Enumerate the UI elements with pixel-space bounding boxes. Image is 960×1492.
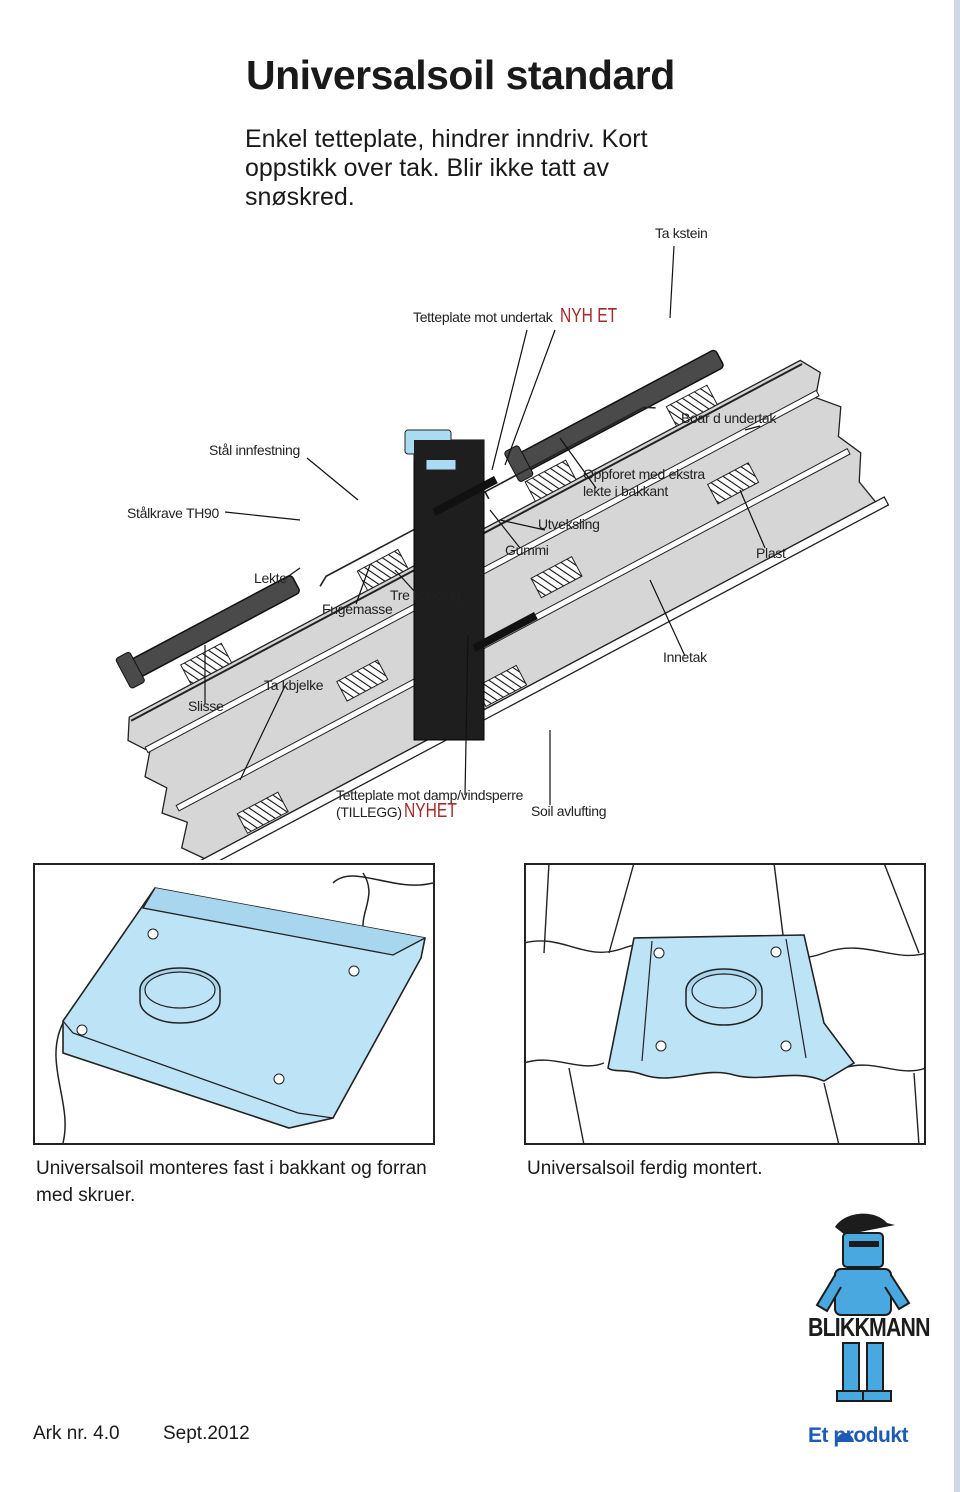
page-subtitle: Enkel tetteplate, hindrer inndriv. Kort … xyxy=(245,125,648,211)
label-oppforet: Oppforet med ekstra lekte i bakkant xyxy=(583,466,705,499)
footer-date: Sept.2012 xyxy=(163,1423,250,1444)
label-tetteplate-damp: Tetteplate mot damp/vindsperre xyxy=(336,787,524,803)
caption-right: Universalsoil ferdig montert. xyxy=(527,1158,763,1179)
page-title: Universalsoil standard xyxy=(246,52,675,98)
brand-tagline: Et produkt xyxy=(808,1424,909,1447)
installation-illustration-right xyxy=(524,863,926,1145)
blikkmann-mascot-logo xyxy=(815,1213,911,1402)
label-staalkrave: Stålkrave TH90 xyxy=(127,505,220,521)
badge-nyhet-top: NYH ET xyxy=(560,305,618,327)
label-staal-innfestning: Stål innfestning xyxy=(209,442,300,458)
label-board-undertak: Boar d undertak xyxy=(681,410,777,426)
label-lekte: Lekte xyxy=(254,570,287,586)
label-takbjelke: Ta kbjelke xyxy=(264,677,324,693)
page-edge-strip xyxy=(954,0,960,1492)
label-tetteplate-undertak: Tetteplate mot undertak xyxy=(413,309,553,325)
caption-left: Universalsoil monteres fast i bakkant og… xyxy=(36,1158,427,1206)
plate-shape xyxy=(62,887,426,1129)
label-tre-kubbing: Tre kubbing xyxy=(390,587,461,603)
label-tillegg: (TILLEGG) xyxy=(336,804,402,820)
label-innetak: Innetak xyxy=(663,649,707,665)
label-fugemasse: Fugemasse xyxy=(322,601,393,617)
label-soil-avlufting: Soil avlufting xyxy=(531,803,607,819)
badge-nyhet-bottom: NYHET xyxy=(404,800,457,822)
installation-illustration-left xyxy=(33,863,435,1145)
roof-cross-section-diagram xyxy=(115,245,890,860)
brand-logo-mark-icon xyxy=(836,1433,854,1442)
brand-logo-text: BLIKKMANN xyxy=(808,1312,931,1342)
label-gummi: Gummi xyxy=(505,542,549,558)
label-plast: Plast xyxy=(756,545,786,561)
label-takstein: Ta kstein xyxy=(655,225,708,241)
label-utveksling: Utveksling xyxy=(538,516,600,532)
footer-ark-number: Ark nr. 4.0 xyxy=(33,1423,120,1444)
label-slisse: Slisse xyxy=(188,698,224,714)
